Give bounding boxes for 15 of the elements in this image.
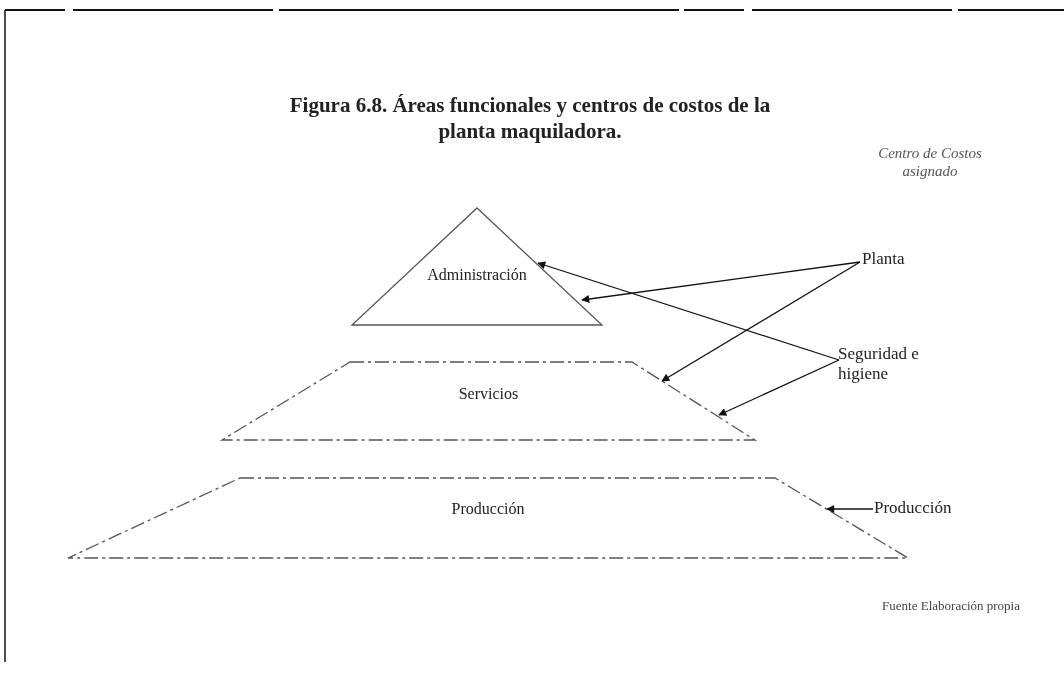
cost-center-label: Producción [874, 498, 953, 518]
trapezoid-level [222, 362, 755, 440]
triangle-level [352, 208, 602, 325]
figure-title: Figura 6.8. Áreas funcionales y centros de costos de la planta maquiladora. [288, 92, 772, 145]
level-name: Administración [426, 266, 528, 285]
arrow [718, 359, 840, 416]
arrow [537, 261, 840, 361]
level-name: Servicios [457, 385, 520, 404]
arrow [826, 505, 874, 513]
cost-center-label: Seguridad e higiene [838, 344, 920, 384]
source-note: Fuente Elaboración propia [881, 598, 1020, 614]
arrow [661, 261, 861, 382]
arrow [581, 261, 861, 303]
cost-center-label: Planta [862, 249, 906, 269]
column-heading: Centro de Costos asignado [877, 144, 983, 180]
